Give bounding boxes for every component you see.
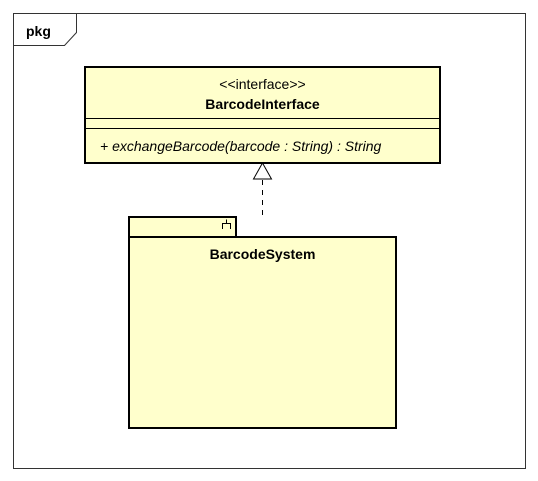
realization-arrow[interactable] [252,161,273,218]
interface-operation: + exchangeBarcode(barcode : String) : St… [100,138,382,154]
realization-arrowhead [252,161,273,180]
interface-class-box [84,66,441,164]
interface-name: BarcodeInterface [205,96,320,112]
package-name: BarcodeSystem [210,246,316,262]
interface-stereotype: <<interface>> [219,76,305,92]
frame-label: pkg [26,23,51,39]
barcode-system-package[interactable]: BarcodeSystem [128,216,397,429]
package-tab [128,216,237,238]
package-body [128,236,397,429]
subsystem-fork-icon [222,219,231,229]
frame-label-tab [13,13,77,46]
interface-class[interactable]: <<interface>> BarcodeInterface + exchang… [84,66,441,164]
